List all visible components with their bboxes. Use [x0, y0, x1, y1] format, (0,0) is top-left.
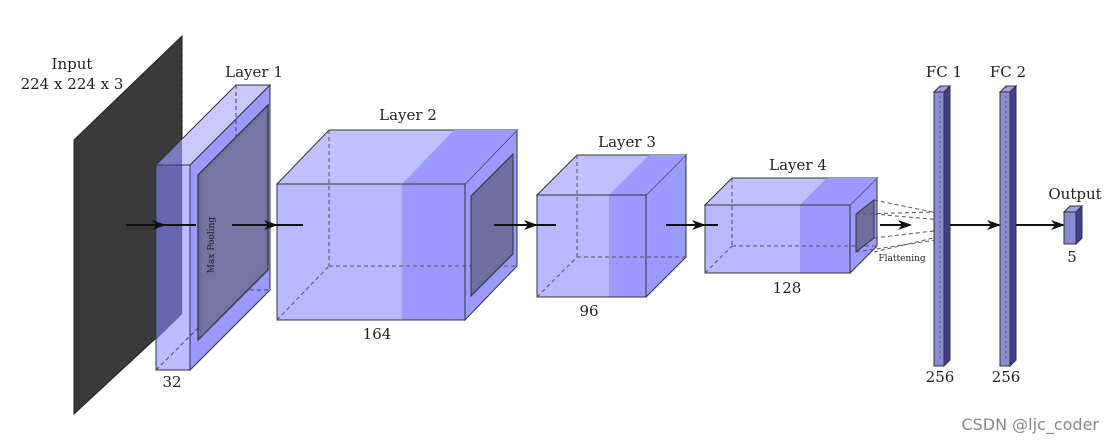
watermark: CSDN @ljc_coder	[961, 415, 1099, 435]
layer4-size: 128	[773, 279, 802, 297]
layer3-size: 96	[579, 302, 598, 320]
layer1-maxpool	[197, 103, 269, 342]
layer3-title: Layer 3	[598, 133, 656, 151]
output-size: 5	[1067, 248, 1077, 266]
fc2-bar	[998, 84, 1018, 368]
layer2-maxpool	[470, 152, 514, 298]
output-node	[1062, 204, 1084, 246]
layer4-title: Layer 4	[769, 156, 827, 174]
fc1-title: FC 1	[926, 63, 962, 81]
input-dims: 224 x 224 x 3	[21, 75, 124, 93]
layer3-block	[535, 153, 688, 299]
maxpool-label: Max Pooling	[207, 217, 217, 274]
fc1-bar	[932, 84, 952, 368]
layer2-title: Layer 2	[379, 106, 437, 124]
output-title: Output	[1048, 185, 1101, 203]
layer4-block	[703, 176, 879, 275]
fc1-size: 256	[926, 368, 955, 386]
layer1-title: Layer 1	[225, 63, 283, 81]
layer1-size: 32	[162, 373, 181, 391]
flatten-label: Flattening	[878, 254, 926, 264]
flatten-lines	[855, 199, 943, 253]
layer2-size: 164	[363, 325, 392, 343]
fc2-title: FC 2	[990, 63, 1026, 81]
fc2-size: 256	[992, 368, 1021, 386]
layer2-block	[275, 128, 519, 322]
input-title: Input	[52, 55, 93, 73]
